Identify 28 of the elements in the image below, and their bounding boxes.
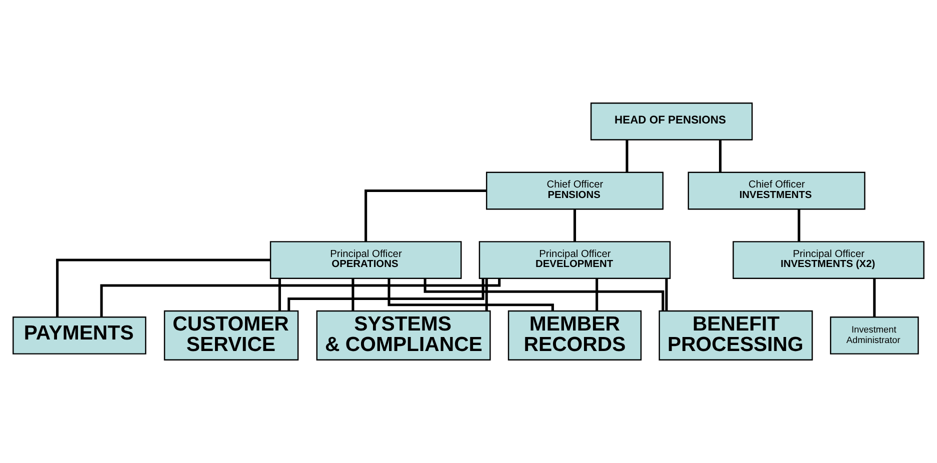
node-box: Principal Officer INVESTMENTS (X2)	[732, 241, 924, 279]
connector	[718, 140, 722, 172]
connector	[100, 278, 501, 317]
connector	[424, 278, 664, 311]
node-box: MEMBER RECORDS	[508, 310, 642, 361]
connector	[388, 278, 554, 311]
node-box: BENEFIT PROCESSING	[658, 310, 813, 361]
connector	[573, 209, 576, 242]
node-box: Chief Officer INVESTMENTS	[688, 172, 866, 210]
node-box: PAYMENTS	[12, 316, 146, 354]
connector	[798, 209, 800, 242]
node-box: SYSTEMS & COMPLIANCE	[316, 310, 491, 361]
connector	[56, 258, 270, 317]
node-box: Principal Officer DEVELOPMENT	[478, 241, 671, 279]
connector	[626, 140, 628, 172]
connector	[278, 278, 281, 311]
connector	[485, 278, 488, 311]
node-box: CUSTOMER SERVICE	[164, 310, 299, 361]
connector	[352, 278, 354, 311]
node-box: Principal Officer OPERATIONS	[270, 241, 462, 279]
node-box: Chief Officer PENSIONS	[486, 172, 664, 210]
node-box: Investment Administrator	[830, 316, 919, 354]
connector	[665, 278, 668, 311]
connector	[596, 278, 598, 311]
connector	[873, 278, 876, 318]
connector	[364, 189, 486, 242]
connector	[288, 278, 484, 311]
node-box: HEAD OF PENSIONS	[590, 102, 753, 140]
